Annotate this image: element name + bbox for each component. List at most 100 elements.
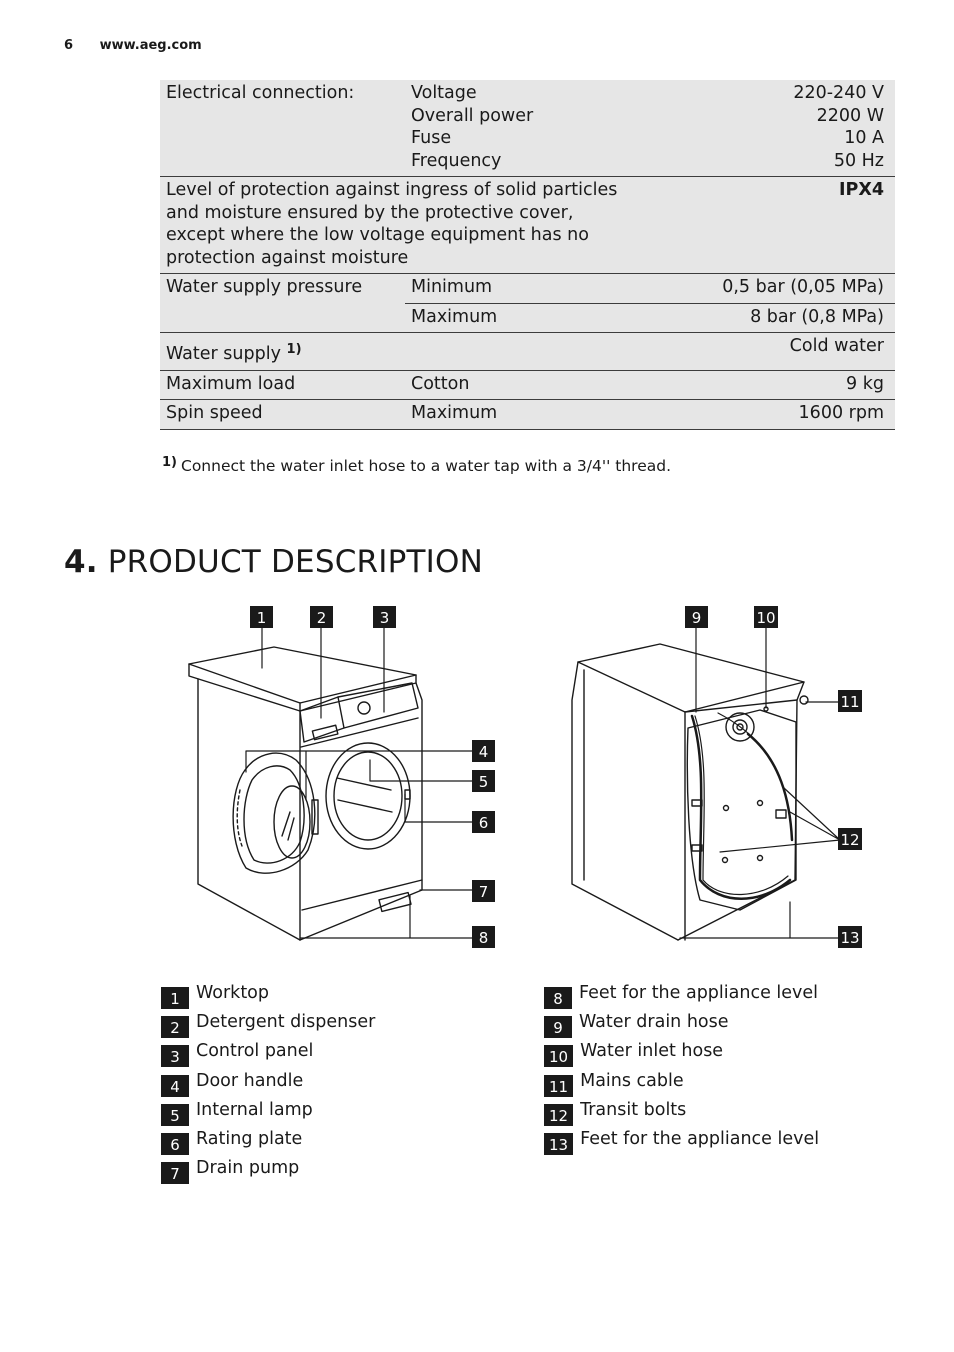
table-row-supply: Water supply 1) Cold water: [160, 332, 895, 371]
svg-text:1: 1: [257, 609, 267, 627]
param-voltage: Voltage: [411, 83, 477, 103]
table-row-pressure-max: Maximum 8 bar (0,8 MPa): [160, 303, 895, 333]
svg-text:11: 11: [840, 693, 859, 711]
page-header: 6 www.aeg.com: [64, 38, 202, 53]
legend-label: Mains cable: [580, 1070, 684, 1091]
spin-param: Maximum: [405, 399, 642, 430]
value-frequency: 50 Hz: [833, 150, 884, 171]
load-value: 9 kg: [642, 370, 895, 400]
product-illustration: [188, 627, 841, 941]
legend-number: 8: [544, 987, 572, 1009]
legend-number: 13: [544, 1132, 574, 1155]
table-row-electrical: Electrical connection: Voltage Overall p…: [160, 80, 895, 177]
technical-data-table: Electrical connection: Voltage Overall p…: [160, 80, 895, 430]
list-item: 11 Mains cable: [544, 1070, 819, 1099]
callout-3: 3: [373, 606, 396, 628]
svg-text:9: 9: [692, 609, 702, 627]
legend-label: Door handle: [196, 1070, 304, 1091]
section-heading: 4.PRODUCT DESCRIPTION: [64, 544, 483, 580]
electrical-params: Voltage Overall power Fuse Frequency: [405, 80, 642, 177]
pressure-max-label: Maximum: [405, 303, 642, 333]
electrical-values: 220-240 V 2200 W 10 A 50 Hz: [642, 80, 895, 177]
protection-text-body: Level of protection against ingress of s…: [166, 180, 618, 268]
table-row-spin: Spin speed Maximum 1600 rpm: [160, 399, 895, 430]
svg-text:2: 2: [317, 609, 327, 627]
back-view-drawing: [571, 643, 809, 941]
table-row-protection: Level of protection against ingress of s…: [160, 176, 895, 274]
legend-number: 1: [161, 987, 189, 1009]
website-link[interactable]: www.aeg.com: [99, 38, 202, 53]
spin-value: 1600 rpm: [642, 399, 895, 430]
callout-5: 5: [472, 770, 495, 792]
svg-text:3: 3: [380, 609, 390, 627]
legend-label: Rating plate: [196, 1128, 303, 1149]
callout-10: 10: [754, 606, 778, 628]
legend-number: 7: [161, 1162, 189, 1185]
front-view-drawing: [188, 646, 423, 941]
value-fuse: 10 A: [844, 128, 884, 148]
callout-labels: 1 2 3 4 5 6 7 8 9 10 11 12 13: [250, 606, 862, 948]
callout-11: 11: [838, 690, 862, 712]
callout-2: 2: [310, 606, 333, 628]
protection-value: IPX4: [642, 176, 895, 274]
list-item: 6 Rating plate: [161, 1128, 375, 1157]
value-overall-power: 2200 W: [816, 105, 884, 126]
protection-text: Level of protection against ingress of s…: [160, 176, 642, 274]
list-item: 3 Control panel: [161, 1040, 375, 1069]
footnote-text: Connect the water inlet hose to a water …: [181, 457, 671, 475]
section-number: 4.: [64, 544, 98, 580]
footnote-mark: 1): [162, 455, 177, 470]
table-row-load: Maximum load Cotton 9 kg: [160, 370, 895, 400]
load-label: Maximum load: [160, 370, 405, 400]
supply-value: Cold water: [642, 332, 895, 371]
list-item: 13 Feet for the appliance level: [544, 1128, 819, 1157]
svg-text:8: 8: [479, 929, 489, 947]
param-frequency: Frequency: [411, 150, 502, 171]
svg-text:13: 13: [840, 929, 859, 947]
page-number: 6: [64, 38, 74, 53]
legend-number: 6: [161, 1132, 189, 1155]
pressure-min-value: 0,5 bar (0,05 MPa): [642, 273, 895, 304]
callout-4: 4: [472, 740, 495, 762]
legend-number: 12: [544, 1103, 574, 1126]
svg-text:7: 7: [479, 883, 489, 901]
param-fuse: Fuse: [411, 128, 452, 148]
svg-text:12: 12: [840, 831, 859, 849]
callout-8: 8: [472, 926, 495, 948]
callout-6: 6: [472, 811, 495, 833]
list-item: 10 Water inlet hose: [544, 1040, 819, 1069]
legend-label: Transit bolts: [580, 1099, 687, 1120]
svg-text:5: 5: [479, 773, 489, 791]
callout-7: 7: [472, 880, 495, 902]
electrical-label: Electrical connection:: [160, 80, 405, 177]
callout-1: 1: [250, 606, 273, 628]
callout-leader-lines: [245, 627, 841, 939]
pressure-label: Water supply pressure: [160, 273, 405, 333]
table-row-pressure-min: Water supply pressure Minimum 0,5 bar (0…: [160, 273, 895, 333]
legend-label: Control panel: [196, 1041, 314, 1062]
list-item: 12 Transit bolts: [544, 1099, 819, 1128]
legend-number: 3: [161, 1045, 189, 1068]
legend-label: Water inlet hose: [580, 1041, 724, 1062]
pressure-max-value: 8 bar (0,8 MPa): [642, 303, 895, 333]
callout-13: 13: [838, 926, 862, 948]
svg-text:4: 4: [479, 743, 489, 761]
footnote-marker: 1): [286, 342, 302, 357]
callout-12: 12: [838, 828, 862, 850]
value-voltage: 220-240 V: [793, 83, 884, 103]
spin-label: Spin speed: [160, 399, 405, 430]
legend-number: 10: [544, 1045, 574, 1068]
legend-number: 11: [544, 1074, 574, 1097]
supply-label-cell: Water supply 1): [160, 332, 642, 371]
legend-label: Feet for the appliance level: [580, 1128, 820, 1149]
svg-text:6: 6: [479, 814, 489, 832]
legend-label: Internal lamp: [196, 1099, 313, 1120]
